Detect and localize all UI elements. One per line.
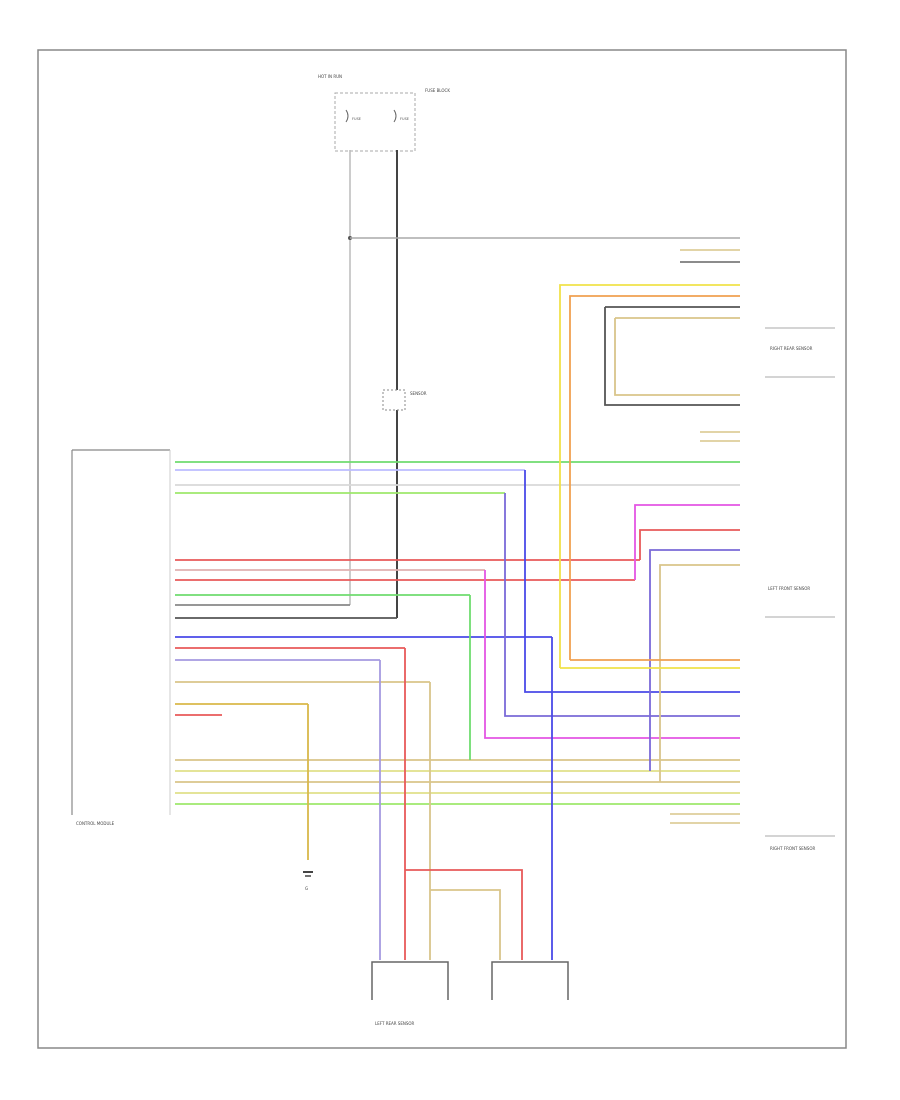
ground-symbol: G bbox=[303, 871, 313, 891]
control-module: CONTROL MODULE bbox=[71, 449, 171, 826]
left-rear-sensor-label: LEFT REAR SENSOR bbox=[375, 1021, 415, 1026]
sensor-box bbox=[382, 389, 406, 411]
route-magenta bbox=[484, 570, 740, 739]
route-red-up bbox=[639, 529, 740, 560]
route-magenta-up bbox=[634, 504, 740, 580]
routing-wires bbox=[469, 284, 740, 782]
fuse-a-label: FUSE bbox=[352, 117, 361, 121]
fuse-b-symbol bbox=[393, 109, 397, 123]
fuse-a-symbol bbox=[345, 109, 349, 123]
fuse-block-label: FUSE BLOCK bbox=[425, 88, 450, 93]
fuse-b-label: FUSE bbox=[400, 117, 409, 121]
left-rear-sensor-box: LEFT REAR SENSOR bbox=[371, 961, 449, 1026]
harness-wires bbox=[175, 461, 740, 805]
control-module-label: CONTROL MODULE bbox=[76, 821, 115, 826]
fuse-block: HOT IN RUN FUSE BLOCK FUSE FUSE bbox=[318, 74, 450, 152]
route-yellow-loop bbox=[559, 284, 740, 668]
ground-label: G bbox=[305, 886, 308, 891]
route-darkgray bbox=[604, 307, 740, 406]
route-orange-loop bbox=[569, 295, 740, 660]
connector-stubs bbox=[670, 249, 740, 824]
route-blue bbox=[524, 470, 740, 693]
route-tan-up bbox=[659, 564, 740, 782]
route-purple bbox=[504, 493, 740, 717]
diagram-border bbox=[37, 49, 847, 1049]
left-front-sensor-label: LEFT FRONT SENSOR bbox=[768, 586, 810, 591]
route-tan-rr bbox=[614, 318, 740, 396]
right-rear-sensor-label: RIGHT REAR SENSOR bbox=[770, 346, 813, 351]
sensor-label: SENSOR bbox=[410, 391, 427, 396]
bottom-wires bbox=[307, 637, 553, 960]
hot-in-run-label: HOT IN RUN bbox=[318, 74, 342, 79]
left-front-sensor-box bbox=[491, 961, 569, 1000]
route-purple-up bbox=[649, 549, 740, 771]
right-front-sensor-label: RIGHT FRONT SENSOR bbox=[770, 846, 815, 851]
